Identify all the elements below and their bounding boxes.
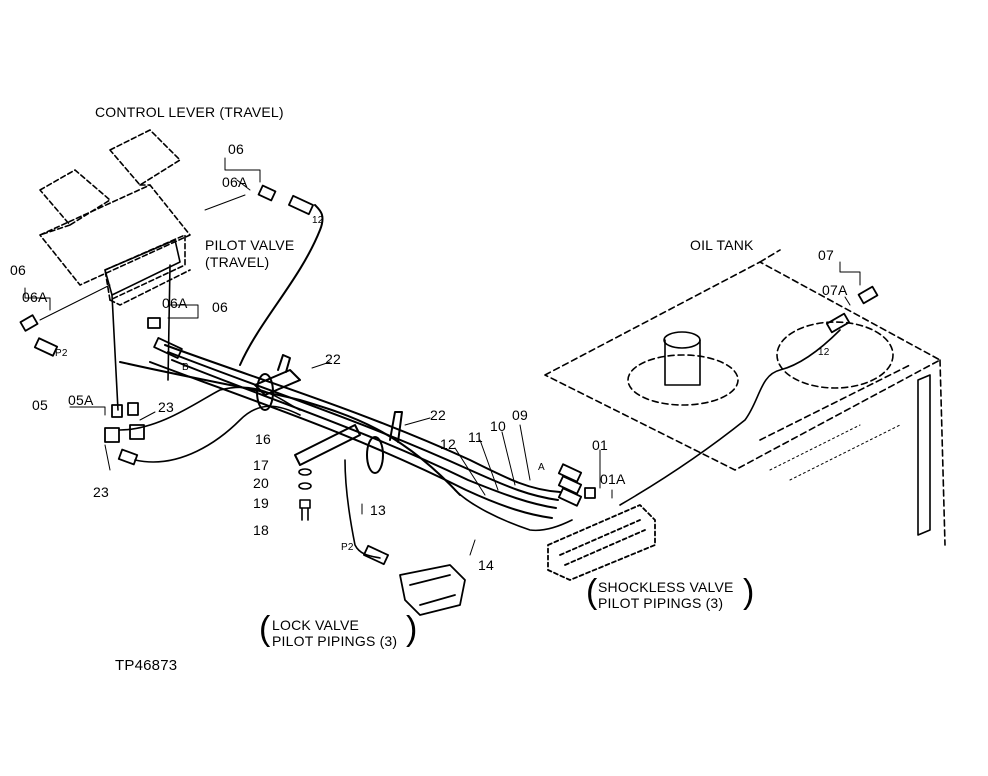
hoses-lower	[119, 329, 841, 559]
oil-tank-cap	[663, 331, 931, 536]
label-pilot-valve-line1: PILOT VALVE	[205, 237, 295, 253]
label-pilot-valve-line2: (TRAVEL)	[205, 254, 270, 270]
callout-06a-left: 06A	[22, 289, 48, 305]
label-control-lever: CONTROL LEVER (TRAVEL)	[95, 104, 284, 120]
callout-19: 19	[253, 495, 269, 511]
callout-05a: 05A	[68, 392, 94, 408]
callout-22-lower: 22	[430, 407, 446, 423]
callout-17: 17	[253, 457, 269, 473]
bolt-parts	[298, 468, 312, 521]
callout-p2-lower: P2	[341, 542, 354, 553]
label-lock-valve-line1: LOCK VALVE	[272, 617, 360, 633]
port-a-label: A	[538, 462, 545, 473]
paren-right-shockless: )	[743, 573, 755, 611]
fittings	[19, 184, 879, 566]
callout-09: 09	[512, 407, 528, 423]
callout-06-mid: 06	[212, 299, 228, 315]
shockless-valve-body	[547, 504, 656, 581]
callout-22-upper: 22	[325, 351, 341, 367]
callout-11: 11	[468, 429, 483, 445]
oil-tank-outline	[544, 249, 946, 546]
tank-ticks	[769, 424, 901, 481]
clamps	[254, 354, 403, 474]
callout-06-left: 06	[10, 262, 26, 278]
lock-valve-body	[399, 564, 466, 616]
label-shockless-valve-line2: PILOT PIPINGS (3)	[598, 595, 724, 611]
callout-07a: 07A	[822, 282, 848, 298]
pilot-valve-body	[104, 239, 181, 411]
callout-18: 18	[253, 522, 269, 538]
callout-20: 20	[253, 475, 269, 491]
callout-p2-left: P2	[55, 348, 68, 359]
callout-05: 05	[32, 397, 48, 413]
paren-right-lock: )	[406, 610, 418, 648]
callout-12-mid: 12	[440, 436, 456, 452]
callout-23-lower: 23	[93, 484, 109, 500]
callout-01a: 01A	[600, 471, 626, 487]
callout-06a-mid: 06A	[162, 295, 188, 311]
paren-left-shockless: (	[586, 573, 598, 611]
callout-13: 13	[370, 502, 386, 518]
callout-01: 01	[592, 437, 608, 453]
callout-12-top: 12	[312, 215, 324, 226]
leader-lines	[24, 157, 861, 556]
callout-14: 14	[478, 557, 494, 573]
label-shockless-valve-line1: SHOCKLESS VALVE	[598, 579, 734, 595]
callout-06a-top: 06A	[222, 174, 248, 190]
paren-left-lock: (	[259, 610, 271, 648]
callout-23-upper: 23	[158, 399, 174, 415]
label-oil-tank: OIL TANK	[690, 237, 754, 253]
hose-bundle	[119, 204, 561, 519]
callout-06-top: 06	[228, 141, 244, 157]
figure-id: TP46873	[115, 657, 178, 674]
control-lever-outline	[39, 129, 191, 306]
callout-16: 16	[255, 431, 271, 447]
label-lock-valve-line2: PILOT PIPINGS (3)	[272, 633, 398, 649]
port-b-label: B	[182, 362, 189, 373]
callout-12-tank: 12	[818, 347, 830, 358]
callout-10: 10	[490, 418, 506, 434]
callout-07: 07	[818, 247, 834, 263]
